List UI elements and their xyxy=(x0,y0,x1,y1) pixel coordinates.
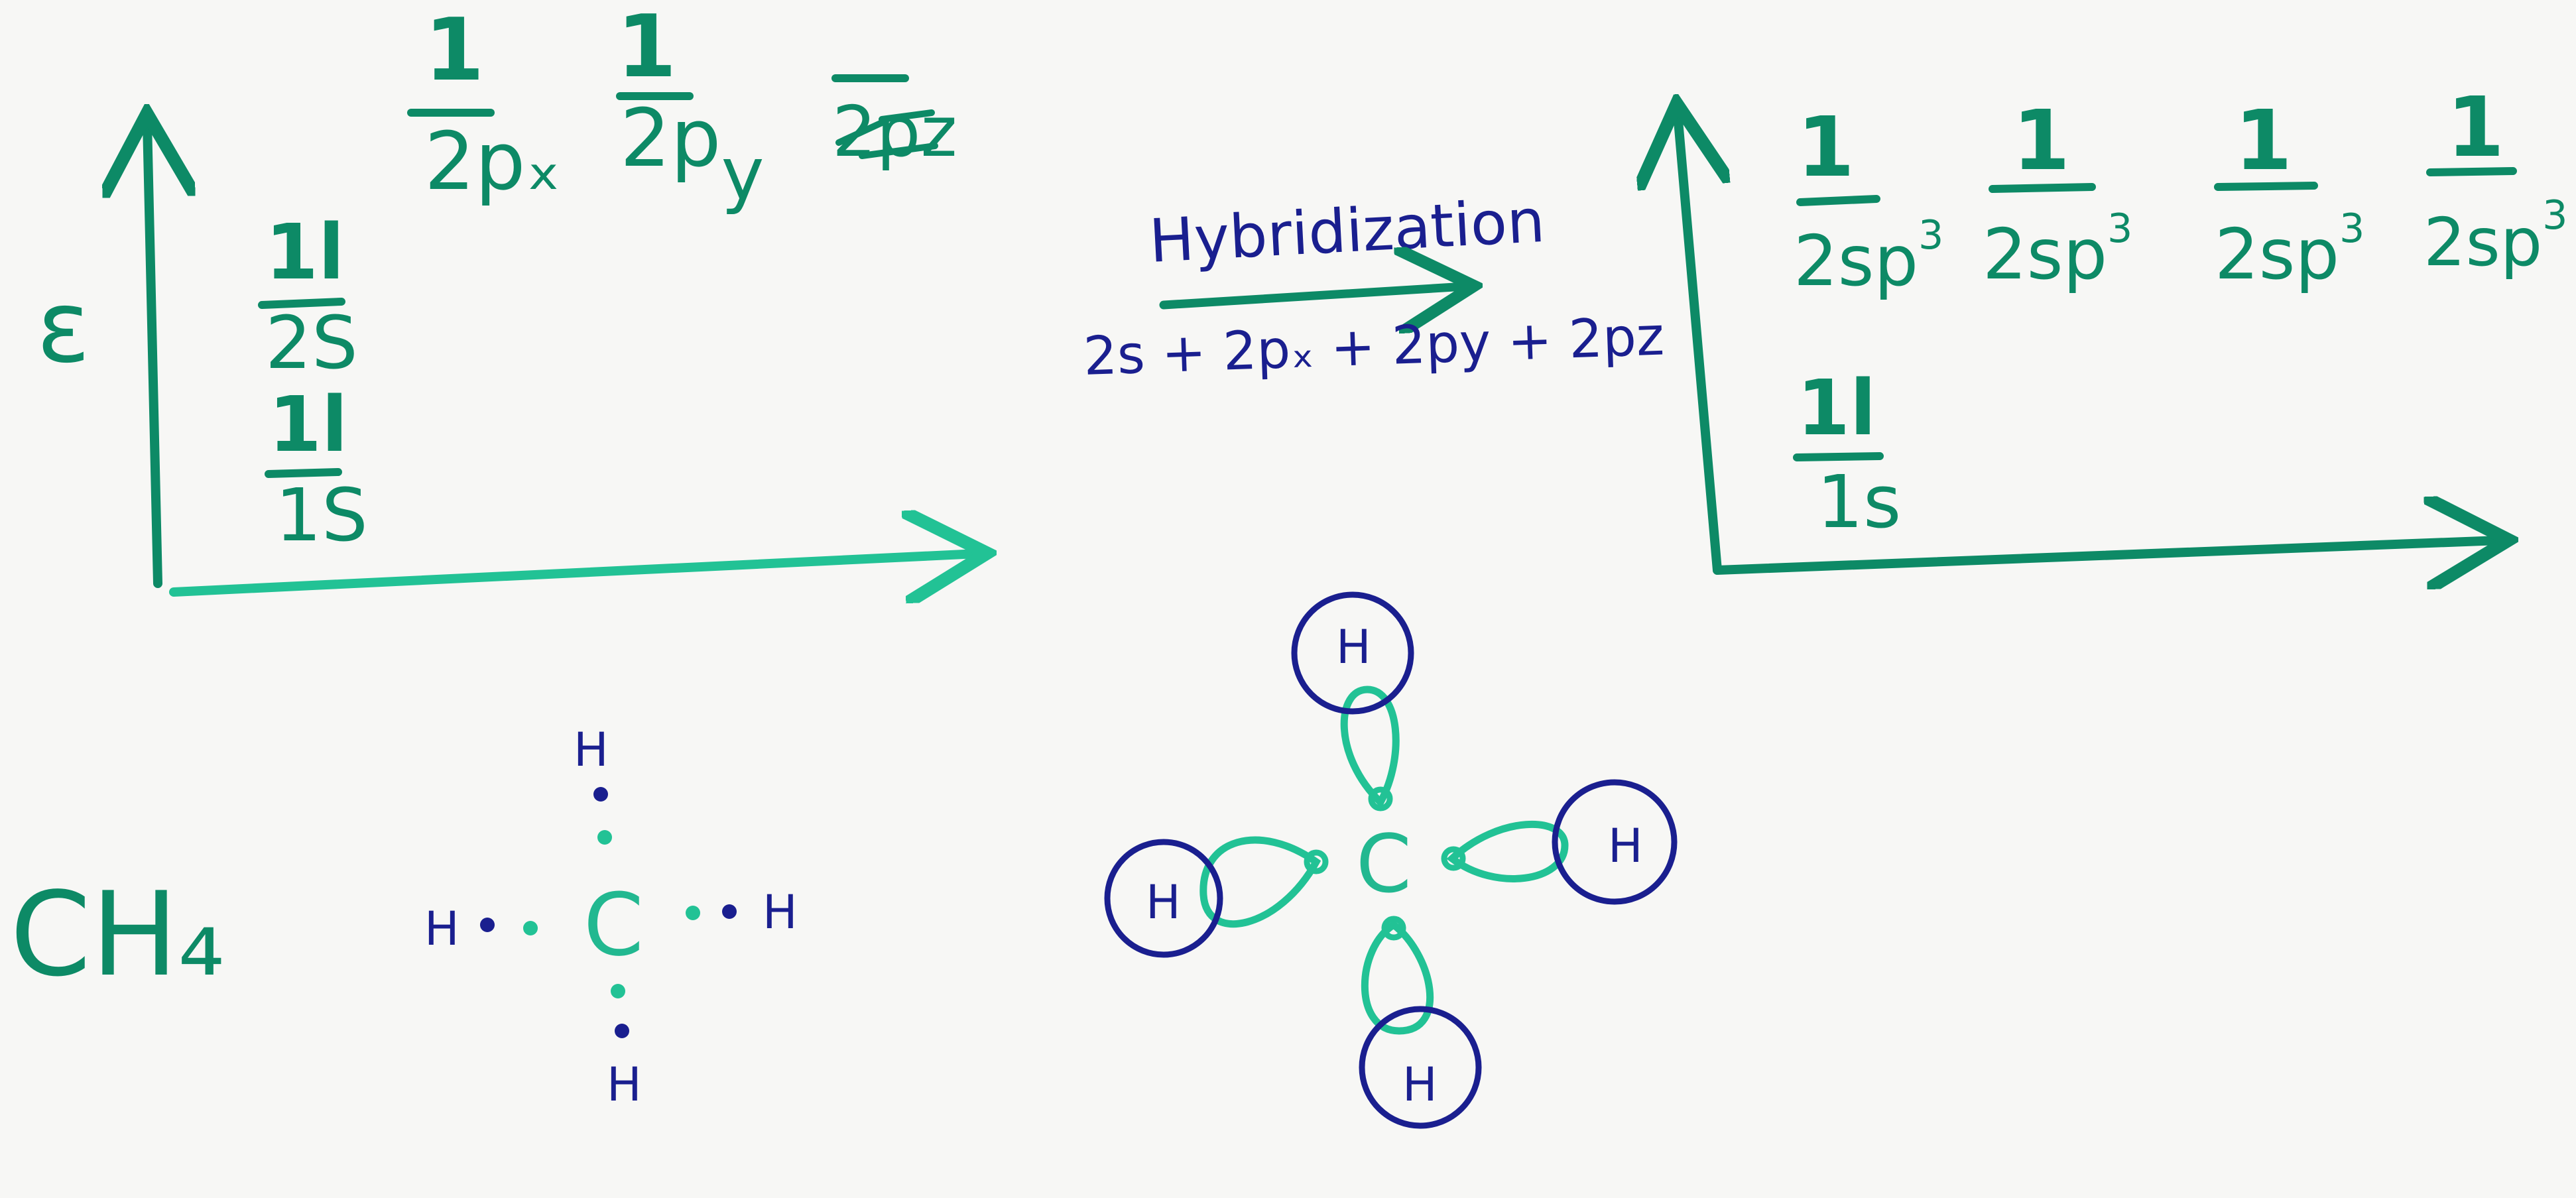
lobe-bottom xyxy=(1361,920,1434,1035)
hydrogen-circle-right xyxy=(1552,779,1678,905)
orbital-2py-arrows: 1 xyxy=(617,0,676,97)
orbital-1s-left-label: 1S xyxy=(275,473,368,558)
left-configuration-axis xyxy=(169,554,978,592)
left-energy-diagram: ε 1 2pₓ 1 2py 2pz 1l 2S 1l 1S xyxy=(36,0,978,592)
orbital-2sp3-1-label: 2sp3 xyxy=(1794,212,1943,302)
lewis-hydrogen-top: H xyxy=(574,723,609,777)
orbital-1s-right-arrows: 1l xyxy=(1797,364,1876,453)
orbital-2sp3-4-arrows: 1 xyxy=(2447,80,2504,176)
hybridization-equation: 2s + 2pₓ + 2py + 2pz xyxy=(1082,305,1665,387)
left-energy-axis xyxy=(147,123,158,588)
lewis-carbon: C xyxy=(583,874,644,975)
orbital-2px-label: 2pₓ xyxy=(424,116,561,208)
energy-axis-label: ε xyxy=(36,270,90,385)
hydrogen-circle-left xyxy=(1104,839,1223,958)
orbital-2sp3-2-label-main: 2sp xyxy=(1983,214,2107,295)
orbital-2sp3-4-label-main: 2sp xyxy=(2423,204,2542,281)
orbital-2sp3-1-level xyxy=(1796,195,1880,206)
orbital-2sp3-3-level xyxy=(2214,182,2318,191)
hydrogen-label-bottom: H xyxy=(1402,1057,1438,1112)
orbital-2pz-scribble xyxy=(835,109,938,159)
orbital-2sp3-3: 1 2sp3 xyxy=(2214,93,2364,295)
orbital-hydrogen-left: H xyxy=(1104,839,1223,958)
lewis-hydrogen-right: H xyxy=(763,885,798,939)
orbital-hydrogen-top: H xyxy=(1291,591,1414,715)
right-energy-diagram: 1 2sp3 1 2sp3 1 2sp3 1 2sp3 1l 1s xyxy=(1678,80,2567,570)
lobe-top xyxy=(1340,686,1400,809)
orbital-2sp3-1-label-sup: 3 xyxy=(1918,212,1943,259)
right-energy-axis xyxy=(1678,113,1717,575)
orbital-carbon: C xyxy=(1356,819,1412,911)
orbital-2sp3-3-label-sup: 3 xyxy=(2339,206,2364,252)
hydrogen-label-top: H xyxy=(1336,620,1371,674)
orbital-2s-arrows: 1l xyxy=(265,208,344,297)
orbital-2sp3-2: 1 2sp3 xyxy=(1983,93,2132,295)
lobe-loop-left xyxy=(1304,849,1329,874)
orbital-2s-level xyxy=(258,298,345,309)
orbital-2sp3-2-label: 2sp3 xyxy=(1983,206,2132,295)
lewis-dot-bottom-h xyxy=(615,1024,629,1038)
orbital-2s-label: 2S xyxy=(265,300,358,385)
lewis-hydrogen-left: H xyxy=(424,902,460,956)
hybridization-title: Hybridization xyxy=(1148,186,1547,276)
orbital-2sp3-1-label-main: 2sp xyxy=(1794,221,1918,302)
lewis-dot-top-h xyxy=(593,787,608,802)
hydrogen-circle-bottom xyxy=(1359,1006,1482,1129)
orbital-2sp3-3-label-main: 2sp xyxy=(2215,214,2339,295)
orbital-2py: 1 2py xyxy=(616,0,765,216)
lewis-dot-bottom-c xyxy=(611,984,625,998)
right-configuration-axis xyxy=(1713,540,2500,570)
orbital-2px: 1 2pₓ xyxy=(407,0,561,208)
lobe-left xyxy=(1199,836,1321,928)
orbital-1s-left-level xyxy=(265,468,342,478)
hydrogen-label-left: H xyxy=(1146,875,1181,929)
lobe-loop-top xyxy=(1368,786,1393,811)
hydrogen-label-right: H xyxy=(1608,819,1643,873)
orbital-2py-label: 2py xyxy=(620,93,765,216)
lewis-dot-right-h xyxy=(722,904,737,919)
lewis-dot-top-c xyxy=(597,830,612,845)
orbital-overlap-model: C H H H H xyxy=(1104,591,1678,1129)
lewis-dot-right-c xyxy=(686,906,700,920)
lewis-hydrogen-bottom: H xyxy=(607,1057,642,1112)
orbital-2sp3-2-arrows: 1 xyxy=(2012,93,2070,189)
hybridization-step: Hybridization 2s + 2pₓ + 2py + 2pz xyxy=(1082,186,1665,387)
orbital-2sp3-4-label-sup: 3 xyxy=(2542,192,2567,239)
orbital-2sp3-4-level xyxy=(2426,167,2517,176)
orbital-hydrogen-right: H xyxy=(1552,779,1678,905)
orbital-2pz-label: 2pz xyxy=(832,91,957,172)
orbital-2sp3-2-label-sup: 3 xyxy=(2107,206,2132,252)
orbital-2py-label-sub: y xyxy=(721,131,765,216)
orbital-2sp3-3-arrows: 1 xyxy=(2235,93,2292,189)
lewis-dot-left-c xyxy=(523,921,538,935)
orbital-hydrogen-bottom: H xyxy=(1359,1006,1482,1129)
lewis-structure: C H H H H xyxy=(424,723,798,1112)
lobe-right xyxy=(1446,820,1569,882)
orbital-2sp3-1: 1 2sp3 xyxy=(1794,99,1943,302)
orbital-2sp3-2-level xyxy=(1989,183,2096,193)
orbital-1s-left: 1l 1S xyxy=(265,381,368,558)
orbital-2sp3-4: 1 2sp3 xyxy=(2423,80,2567,281)
orbital-2py-label-main: 2p xyxy=(620,93,721,185)
orbital-2sp3-4-label: 2sp3 xyxy=(2423,192,2567,281)
orbital-1s-right-level xyxy=(1793,452,1884,461)
orbital-2sp3-1-arrows: 1 xyxy=(1797,99,1855,196)
orbital-1s-right: 1l 1s xyxy=(1793,364,1901,544)
orbital-2s: 1l 2S xyxy=(258,208,358,385)
orbital-1s-right-label: 1s xyxy=(1817,459,1901,544)
orbital-1s-left-arrows: 1l xyxy=(269,381,347,469)
lobe-loop-bottom xyxy=(1381,916,1406,941)
hybridization-arrow xyxy=(1159,286,1465,305)
lobe-loop-right xyxy=(1441,846,1466,871)
hydrogen-circle-top xyxy=(1291,591,1414,715)
orbital-2sp3-3-label: 2sp3 xyxy=(2215,206,2364,295)
orbital-2pz: 2pz xyxy=(831,74,957,172)
methane-formula: CH₄ xyxy=(10,868,225,1002)
lewis-dot-left-h xyxy=(480,918,495,932)
orbital-2px-arrows: 1 xyxy=(424,0,484,100)
